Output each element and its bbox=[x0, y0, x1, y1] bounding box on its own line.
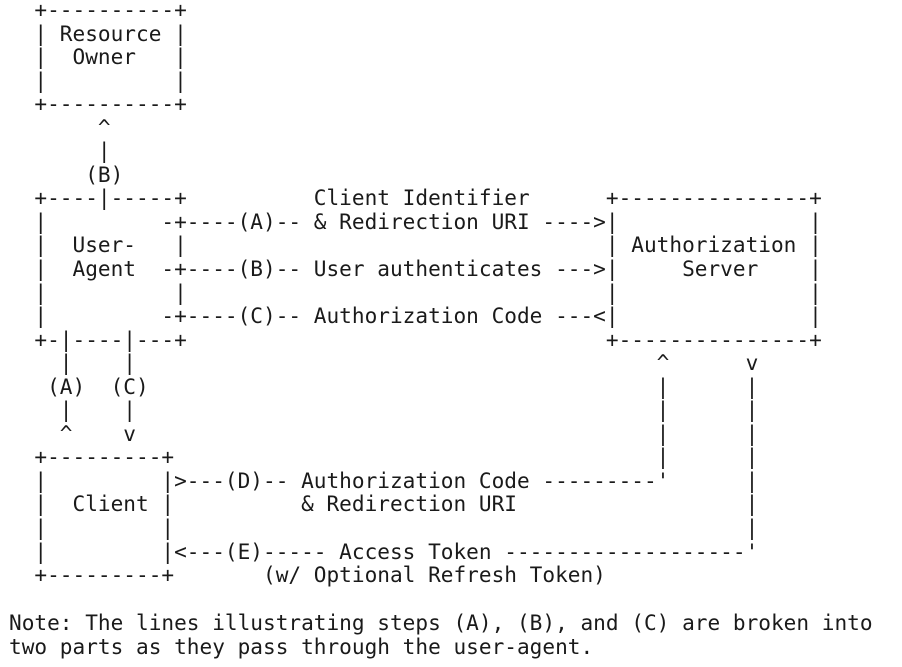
resource-owner-label-line: | Owner | bbox=[9, 44, 187, 70]
resource-owner-box-side: | | bbox=[9, 67, 187, 93]
connector-line: | | | | bbox=[9, 397, 759, 423]
note-line: two parts as they pass through the user-… bbox=[9, 633, 594, 659]
resource-owner-box-top: +----------+ bbox=[9, 0, 187, 22]
step-d-line: | |>---(D)-- Authorization Code --------… bbox=[9, 467, 759, 493]
authorization-code-flow-diagram: +----------+ | Resource | | Owner | | | … bbox=[9, 0, 822, 588]
user-agent-box-side: | | | | bbox=[9, 279, 822, 305]
user-agent-box-bottom: +-|----|---+ +---------------+ bbox=[9, 326, 822, 352]
client-label-line: | Client | & Redirection URI | bbox=[9, 491, 759, 517]
client-box-bottom: +---------+ (w/ Optional Refresh Token) bbox=[9, 562, 606, 588]
step-b-label: (B) bbox=[9, 161, 124, 187]
client-box-side: | | | bbox=[9, 515, 759, 541]
step-b-arrow-head: ^ bbox=[9, 114, 111, 140]
user-agent-box-top: +----|-----+ Client Identifier +--------… bbox=[9, 185, 822, 211]
diagram-note: Note: The lines illustrating steps (A), … bbox=[9, 611, 873, 658]
step-a-c-labels: (A) (C) | | bbox=[9, 373, 759, 399]
user-agent-label-line: | User- | | Authorization | bbox=[9, 232, 822, 258]
step-b-line: | Agent -+----(B)-- User authenticates -… bbox=[9, 256, 822, 282]
step-e-line: | |<---(E)----- Access Token -----------… bbox=[9, 538, 759, 564]
note-line: Note: The lines illustrating steps (A), … bbox=[9, 610, 873, 635]
step-c-line: | -+----(C)-- Authorization Code ---<| | bbox=[9, 303, 822, 329]
resource-owner-label-line: | Resource | bbox=[9, 20, 187, 46]
step-a-line: | -+----(A)-- & Redirection URI ---->| | bbox=[9, 208, 822, 234]
client-box-top: +---------+ | | bbox=[9, 444, 759, 470]
resource-owner-box-bottom: +----------+ bbox=[9, 91, 187, 117]
connector-arrow-heads: ^ v | | bbox=[9, 420, 759, 446]
connector-line: | | ^ v bbox=[9, 350, 759, 376]
step-b-arrow-shaft: | bbox=[9, 138, 111, 164]
